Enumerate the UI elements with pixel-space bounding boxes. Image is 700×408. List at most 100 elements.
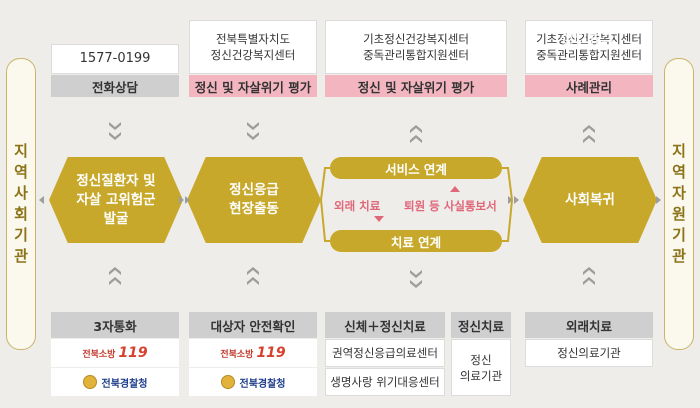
side-char: 기 — [672, 226, 686, 244]
treatment-merge-line — [502, 199, 513, 242]
fire-logo-number: 119 — [118, 345, 148, 361]
center-line: 중독관리통합지원센터 — [536, 48, 642, 62]
side-char: 기 — [14, 226, 28, 244]
side-char: 역 — [672, 163, 686, 181]
three-way-call-label: 3자통화 — [93, 318, 137, 334]
police-logo: 전북경찰청 — [51, 368, 179, 396]
chevron-down-icon — [109, 122, 121, 130]
chevron-up-icon — [247, 277, 259, 285]
fire-logo-number: 119 — [256, 345, 286, 361]
hospital-name: 권역정신응급의료센터 — [332, 346, 438, 360]
outpatient-bar-label: 외래치료 — [565, 318, 612, 334]
hex-line: 발굴 — [103, 210, 129, 227]
case-management-bar: 사례관리 — [525, 75, 653, 97]
arrow-down-icon — [374, 216, 384, 222]
fire-logo-text: 전북소방 — [82, 349, 116, 360]
hex-line: 정신질환자 및 — [76, 172, 156, 189]
hex-line: 자살 고위험군 — [76, 191, 156, 208]
side-char: 지 — [14, 142, 28, 160]
crisis-assessment-bar: 정신 및 자살위기 평가 — [189, 75, 317, 97]
center-line: 중독관리통합지원센터 — [363, 48, 469, 62]
police-badge-icon — [220, 375, 235, 389]
service-link-label: 서비스 연계 — [385, 161, 447, 177]
hospital-line: 의료기관 — [459, 368, 503, 383]
mental-treatment-bar: 정신치료 — [451, 312, 511, 338]
chevron-left-icon — [39, 196, 44, 204]
chevron-up-icon — [109, 277, 121, 285]
side-char: 관 — [14, 247, 28, 265]
service-link-pill: 서비스 연계 — [330, 157, 502, 179]
three-way-call-bar: 3자통화 — [51, 312, 179, 338]
chevron-down-icon — [410, 270, 422, 278]
chevron-up-icon — [410, 125, 422, 133]
chevron-right-icon — [185, 196, 190, 204]
fire-logo-text: 전북소방 — [220, 349, 254, 360]
chevron-right-icon — [508, 196, 513, 204]
police-logo: 전북경찰청 — [189, 368, 317, 396]
safety-check-label: 대상자 안전확인 — [210, 318, 296, 334]
chevron-right-icon — [179, 196, 184, 204]
watermark: 전민뉴스 — [560, 28, 616, 46]
hospital-line: 정신 — [470, 352, 492, 367]
chevron-up-icon — [410, 135, 422, 143]
life-crisis-box: 생명사랑 위기대응센터 — [325, 368, 445, 396]
crisis-assessment-bar-2: 정신 및 자살위기 평가 — [325, 75, 507, 97]
chevron-down-icon — [247, 122, 259, 130]
treatment-branch-line — [320, 199, 330, 242]
chevron-down-icon — [410, 280, 422, 288]
police-badge-icon — [82, 375, 97, 389]
chevron-right-icon — [656, 196, 661, 204]
chevron-up-icon — [583, 267, 595, 275]
case-management-label: 사례관리 — [565, 79, 612, 95]
chevron-up-icon — [583, 277, 595, 285]
outpatient-bar: 외래치료 — [525, 312, 653, 338]
chevron-group — [39, 122, 661, 288]
physical-mental-bar: 신체＋정신치료 — [325, 312, 445, 338]
hotline-number: 1577-0199 — [79, 51, 151, 66]
side-char: 역 — [14, 163, 28, 181]
chevron-up-icon — [583, 125, 595, 133]
hex-line: 사회복귀 — [565, 191, 615, 208]
chevron-up-icon — [583, 135, 595, 143]
police-logo-text: 전북경찰청 — [101, 378, 148, 390]
chevron-up-icon — [247, 267, 259, 275]
center-line: 기초정신건강복지센터 — [536, 32, 642, 46]
side-char: 자 — [672, 184, 686, 202]
service-merge-line — [502, 167, 513, 201]
safety-check-bar: 대상자 안전확인 — [189, 312, 317, 338]
center-line: 기초정신건강복지센터 — [363, 32, 469, 46]
hex-line: 현장출동 — [229, 201, 279, 217]
side-char: 회 — [14, 205, 28, 223]
hotline-box: 1577-0199 — [51, 44, 179, 74]
arrow-up-icon — [450, 186, 460, 192]
phone-counsel-bar: 전화상담 — [51, 75, 179, 97]
discharge-notice-label: 퇴원 등 사실통보서 — [404, 199, 497, 213]
crisis-assessment-label: 정신 및 자살위기 평가 — [357, 79, 475, 95]
treatment-link-label: 치료 연계 — [390, 234, 442, 250]
chevron-down-icon — [109, 132, 121, 140]
hospital-name: 생명사랑 위기대응센터 — [330, 375, 440, 389]
center-line: 정신건강복지센터 — [210, 48, 296, 62]
outpatient-label: 외래 치료 — [334, 199, 381, 213]
side-char: 관 — [672, 247, 686, 265]
chevron-up-icon — [109, 267, 121, 275]
physical-mental-label: 신체＋정신치료 — [344, 318, 426, 334]
treatment-link-pill: 치료 연계 — [330, 230, 502, 252]
center-line: 전북특별자치도 — [215, 32, 291, 46]
side-char: 지 — [672, 142, 686, 160]
chevron-down-icon — [247, 132, 259, 140]
service-branch-line — [320, 167, 330, 201]
social-return-hex: 사회복귀 — [523, 157, 657, 243]
hospital-name: 정신의료기관 — [557, 346, 621, 360]
police-logo-text: 전북경찰청 — [239, 378, 286, 390]
